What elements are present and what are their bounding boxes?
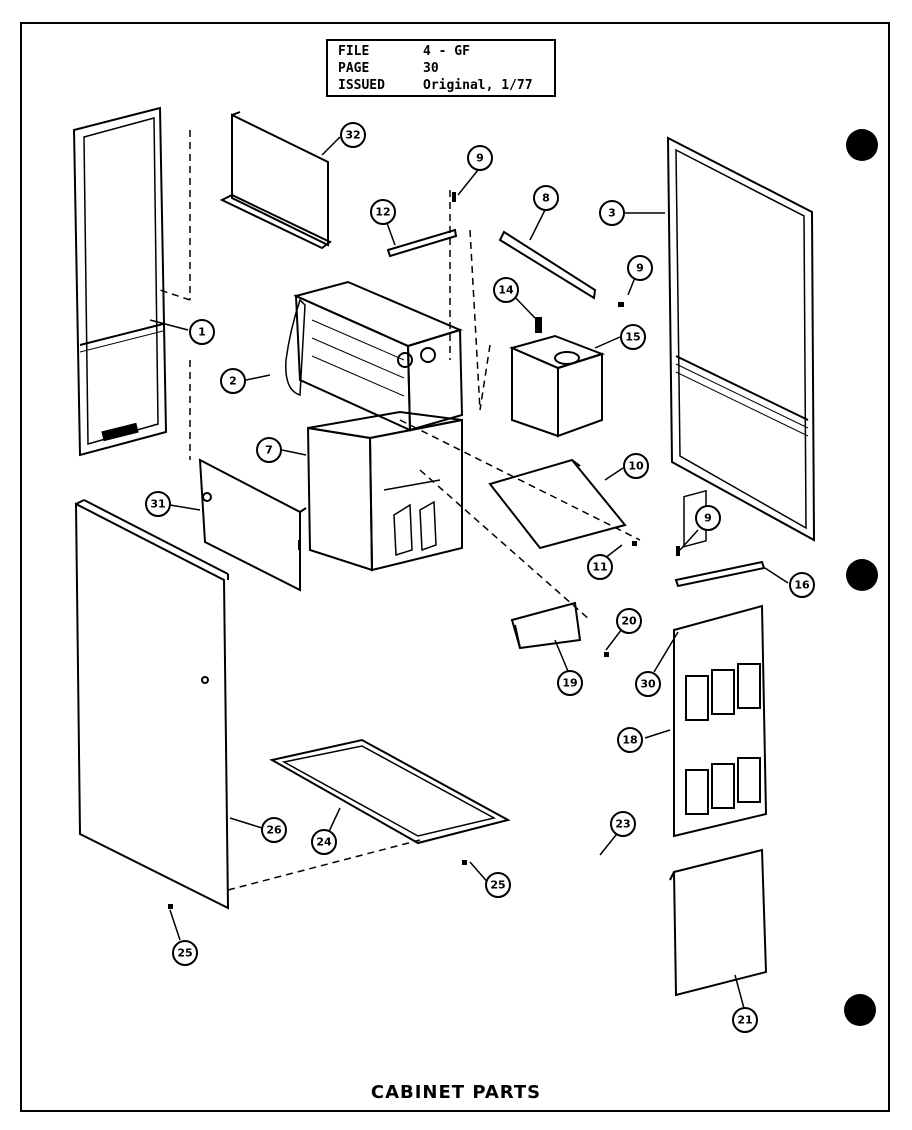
part-18-louvered-panel [673,489,768,838]
callout-31: 31 [150,498,165,511]
part-12-bracket [386,228,458,258]
callout-24-circle [311,829,337,855]
diagram-caption: CABINET PARTS [370,1082,542,1103]
callout-10: 10 [628,460,644,473]
callout-8: 8 [542,192,550,205]
callout-16-circle [789,572,815,598]
page-row: PAGE 30 [338,60,544,77]
callout-18-circle [617,727,643,753]
callout-23-circle [610,811,636,837]
callout-25a-circle [485,872,511,898]
binder-hole-middle [846,559,878,591]
page-value: 30 [423,61,439,76]
callout-3-circle [599,200,625,226]
part-2-heat-exchanger [285,280,464,432]
part-14-screw [535,317,542,333]
callout-leaders [149,136,789,1013]
callout-21-circle [732,1007,758,1033]
callout-21: 21 [737,1014,752,1027]
page-label: PAGE [338,61,370,76]
callout-9a-circle [467,145,493,171]
part-19-bracket [510,601,582,650]
callout-31-circle [145,491,171,517]
callout-19-circle [557,670,583,696]
callout-8-circle [533,185,559,211]
part-15-junction-box [509,334,606,438]
callout-14: 14 [498,284,514,297]
callout-9c: 9 [704,512,712,525]
issued-label: ISSUED [338,78,385,93]
callout-11: 11 [592,561,607,574]
part-1-side-panel [72,106,168,457]
callout-1: 1 [198,326,206,339]
callout-11-circle [587,554,613,580]
callout-circles [145,122,815,1033]
callout-25a: 25 [490,879,505,892]
callout-9b: 9 [636,262,644,275]
callout-7: 7 [265,444,273,457]
binder-hole-top [846,129,878,161]
callout-2: 2 [229,375,237,388]
callout-7-circle [256,437,282,463]
part-24-base-frame [269,738,511,845]
callout-25b-circle [172,940,198,966]
part-31-access-panel [198,458,307,592]
file-value: 4 - GF [423,44,470,59]
drawing-sheet-border [20,22,890,1112]
callout-1-circle [189,319,215,345]
part-32-top-panel [219,111,332,250]
part-10-tray [488,458,627,550]
file-row: FILE 4 - GF [338,43,544,60]
callout-24: 24 [316,836,332,849]
part-8-bracket [498,230,597,300]
callout-32-circle [340,122,366,148]
callout-16: 16 [794,579,810,592]
callout-10-circle [623,453,649,479]
callout-20: 20 [621,615,637,628]
callout-25b: 25 [177,947,192,960]
callout-15-circle [620,324,646,350]
callout-18: 18 [622,734,637,747]
callout-26-circle [261,817,287,843]
issued-value: Original, 1/77 [423,78,533,93]
part-21-lower-panel [669,848,768,997]
document-info-box: FILE 4 - GF PAGE 30 ISSUED Original, 1/7… [326,39,556,97]
part-7-blower-housing [306,410,463,572]
fasteners [168,192,680,909]
callout-12: 12 [375,206,390,219]
callout-23: 23 [615,818,630,831]
callout-32: 32 [345,129,360,142]
callout-15: 15 [625,331,640,344]
callout-9b-circle [627,255,653,281]
callout-20-circle [616,608,642,634]
callout-3: 3 [608,207,616,220]
callout-12-circle [370,199,396,225]
callout-30: 30 [640,678,656,691]
assembly-guide-lines [159,130,641,891]
file-label: FILE [338,44,370,59]
callout-2-circle [220,368,246,394]
callout-19: 19 [562,677,577,690]
issued-row: ISSUED Original, 1/77 [338,77,544,94]
part-26-door-panel [74,499,230,910]
binder-hole-bottom [844,994,876,1026]
callout-26: 26 [266,824,282,837]
callout-9a: 9 [476,152,484,165]
callout-14-circle [493,277,519,303]
callout-30-circle [635,671,661,697]
callout-9c-circle [695,505,721,531]
part-16-rail [674,560,766,588]
part-3-side-panel [666,136,816,542]
